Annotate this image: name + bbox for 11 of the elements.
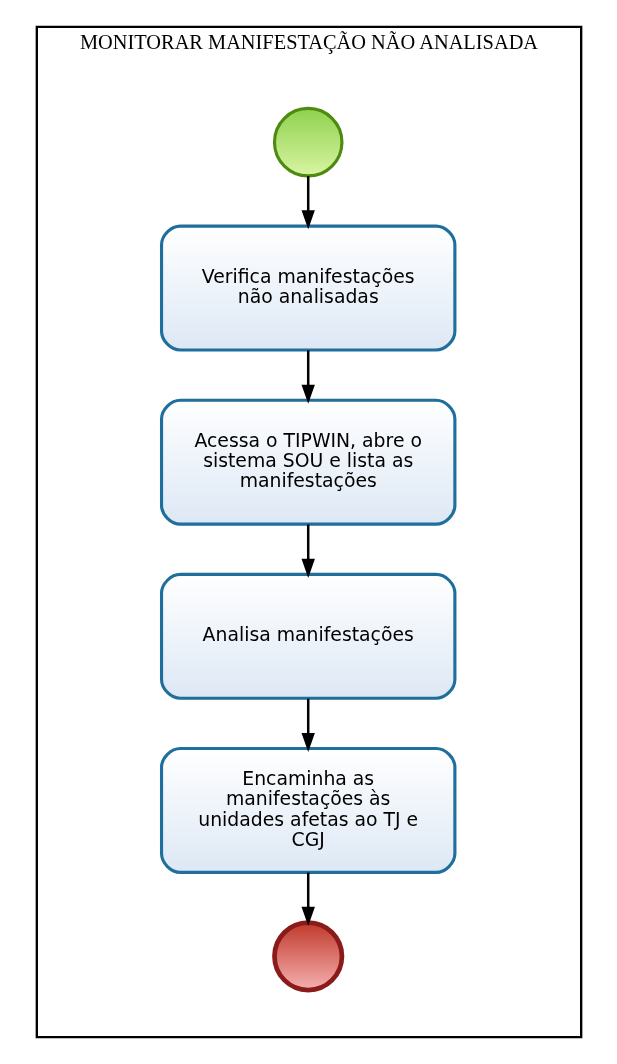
arrow [301, 698, 315, 753]
node-box: Analisa manifestações [159, 572, 456, 700]
node-circle [271, 920, 344, 993]
arrow [301, 176, 315, 230]
arrow [301, 872, 315, 926]
node-box: Verifica manifestações não analisadas [159, 224, 456, 352]
arrow [301, 350, 315, 404]
arrow [301, 524, 315, 578]
node-circle [272, 106, 343, 178]
node-box: Acessa o TIPWIN, abre o sistema SOU e lista as manifestações [159, 398, 456, 526]
node-box: Encaminha as manifestações às unidades afetas ao TJ e CGJ [159, 746, 456, 874]
